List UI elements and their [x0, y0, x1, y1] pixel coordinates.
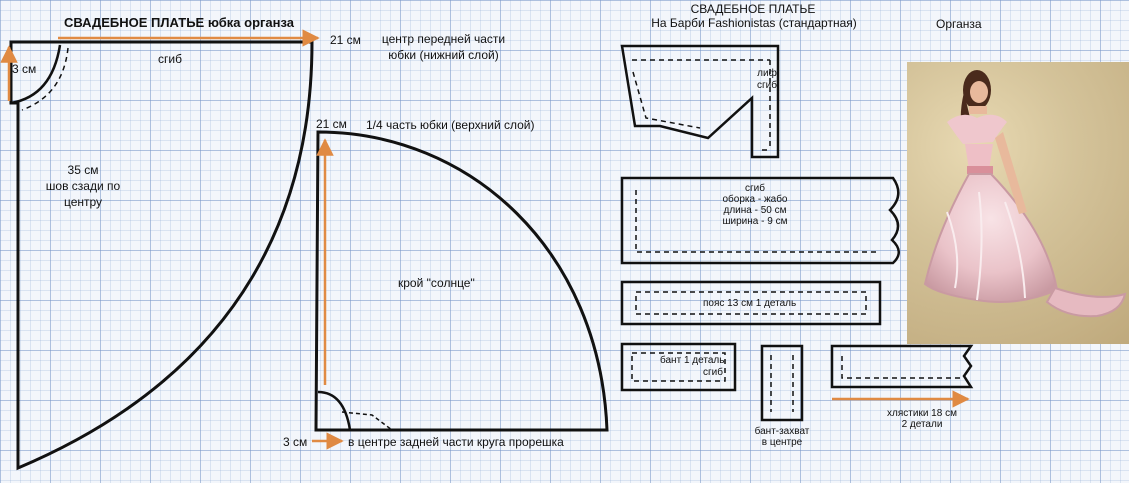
quarter-21cm-label: 21 см: [316, 117, 347, 131]
bodice-label-1: лиф: [757, 68, 777, 79]
bodice-outline: [620, 44, 780, 159]
front-center-label-1: центр передней части: [381, 32, 506, 46]
bodice-label-2: сгиб: [757, 80, 777, 91]
lower-skirt-seam-allowance: [21, 47, 69, 111]
doll-illustration: [923, 70, 1127, 318]
bottom-3cm-label: 3 см: [283, 435, 308, 449]
bow-outline: [620, 342, 737, 392]
seam-3cm-label: 3 см: [12, 62, 37, 76]
lower-skirt-outline: [9, 40, 314, 471]
bow-wrap-label-2: в центре: [761, 437, 803, 448]
right-title-2: На Барби Fashionistas (стандартная): [651, 16, 857, 30]
back-seam-label-1: шов сзади по: [45, 179, 121, 193]
strips-label-2: 2 детали: [901, 419, 943, 430]
belt-label: пояс 13 см 1 деталь: [703, 298, 797, 309]
ruffle-label-3: длина - 50 см: [723, 205, 787, 216]
back-seam-label-2: центру: [63, 195, 103, 209]
bottom-slit-label: в центре задней части круга прорешка: [348, 435, 564, 449]
strips-label-1: хлястики 18 см: [887, 408, 957, 419]
quarter-skirt-outline: [314, 130, 609, 432]
ruffle-label-1: сгиб: [745, 183, 765, 194]
ruffle-outline: [620, 176, 900, 265]
front-21cm-label: 21 см: [330, 33, 361, 47]
quarter-skirt-neck-curve: [317, 390, 352, 431]
fold-label: сгиб: [158, 52, 182, 66]
material-label: Органза: [936, 17, 982, 31]
bow-label-2: сгиб: [703, 367, 723, 378]
bow-label-1: бант 1 деталь: [660, 355, 725, 366]
bow-dashed: [631, 352, 726, 382]
strips-outline: [830, 344, 974, 389]
ruffle-label-4: ширина - 9 см: [722, 216, 788, 227]
ruffle-label-2: оборка - жабо: [722, 194, 788, 205]
left-title: СВАДЕБНОЕ ПЛАТЬЕ юбка органза: [64, 15, 295, 30]
back-35cm-label: 35 см: [67, 163, 99, 177]
strips-dashed: [841, 356, 960, 379]
right-title-1: СВАДЕБНОЕ ПЛАТЬЕ: [690, 2, 816, 16]
doll-photo: [907, 62, 1129, 344]
quarter-skirt-label: 1/4 часть юбки (верхний слой): [366, 118, 535, 132]
bow-wrap-label-1: бант-захват: [754, 426, 810, 437]
sun-cut-label: крой "солнце": [398, 276, 475, 290]
lower-skirt-neck-curve: [10, 44, 62, 105]
ruffle-dashed: [635, 190, 880, 253]
front-center-label-2: юбки (нижний слой): [388, 48, 499, 62]
bodice-dashed: [632, 59, 771, 151]
quarter-skirt-slit: [341, 411, 393, 431]
bow-wrap-dashed: [770, 355, 794, 412]
bow-wrap-outline: [760, 344, 804, 422]
belt-outline: [620, 280, 882, 326]
